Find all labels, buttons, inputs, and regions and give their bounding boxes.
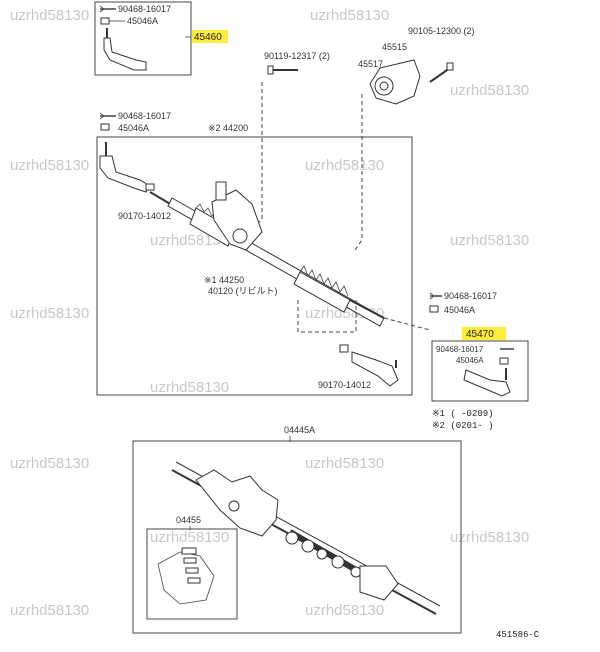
watermark: uzrhd58130	[450, 529, 529, 546]
leader-right-end	[383, 317, 431, 331]
tie-rod-end-right-box	[431, 340, 529, 402]
tie-rod-end-left-box	[94, 1, 192, 76]
bolt-icon	[429, 292, 442, 300]
label-45046a: 45046A	[444, 305, 475, 315]
watermark: uzrhd58130	[10, 157, 89, 174]
diagram-code: 451586-C	[496, 630, 540, 640]
watermark: uzrhd58130	[10, 602, 89, 619]
watermark: uzrhd58130	[150, 232, 229, 249]
label-90468-16017: 90468-16017	[118, 4, 171, 14]
watermark: uzrhd58130	[10, 305, 89, 322]
label-90170-14012: 90170-14012	[118, 211, 171, 221]
bolt-icon	[267, 65, 298, 75]
watermark: uzrhd58130	[305, 157, 384, 174]
label-45460: 45460	[194, 32, 222, 43]
nut-icon	[339, 344, 349, 353]
watermark: uzrhd58130	[150, 529, 229, 546]
seal-icon	[157, 547, 215, 605]
label-45046a: 45046A	[118, 123, 149, 133]
bolt-icon	[99, 112, 116, 120]
watermark: uzrhd58130	[10, 455, 89, 472]
watermark: uzrhd58130	[10, 7, 89, 24]
watermark: uzrhd58130	[450, 232, 529, 249]
label-45470: 45470	[466, 329, 494, 340]
steering-rack-box	[96, 136, 413, 396]
leader-bush	[354, 94, 363, 251]
nut-icon	[499, 357, 509, 365]
bracket-icon	[369, 59, 421, 105]
bolt-icon	[429, 62, 454, 83]
label-04445a: 04445A	[284, 425, 315, 435]
watermark: uzrhd58130	[305, 455, 384, 472]
label-45046a: 45046A	[127, 16, 158, 26]
label-90468-16017: 90468-16017	[118, 111, 171, 121]
tie-rod-end-left-icon	[103, 28, 147, 71]
highlight-45460	[192, 30, 228, 43]
watermark: uzrhd58130	[310, 7, 389, 24]
label-90468-16017: 90468-16017	[436, 345, 484, 354]
label-90468-16017: 90468-16017	[444, 291, 497, 301]
label-90105-12300: 90105-12300 (2)	[408, 26, 475, 36]
repair-kit-box	[132, 440, 462, 634]
steering-rack-icon	[167, 181, 385, 327]
label-45515: 45515	[382, 42, 407, 52]
label-45046a: 45046A	[456, 356, 484, 365]
label-44200: ※2 44200	[208, 123, 248, 133]
watermark: uzrhd58130	[150, 379, 229, 396]
tie-rod-end-icon	[351, 351, 399, 387]
nut-icon	[100, 123, 110, 131]
watermark-layer: uzrhd58130 uzrhd58130 uzrhd58130 uzrhd58…	[10, 7, 529, 619]
tie-rod-end-icon	[99, 142, 155, 193]
label-45517: 45517	[358, 59, 383, 69]
label-04455: 04455	[176, 515, 201, 525]
tie-rod-end-right-icon	[463, 368, 511, 397]
rack-cutaway-icon	[171, 461, 441, 615]
label-90119-12317: 90119-12317 (2)	[264, 51, 330, 61]
highlight-45470	[462, 327, 506, 340]
label-90170-14012: 90170-14012	[318, 380, 371, 390]
note-2: ※2 (0201- )	[432, 421, 494, 431]
bolt-icon	[99, 5, 116, 13]
seal-kit-box	[146, 528, 238, 620]
watermark: uzrhd58130	[305, 602, 384, 619]
nut-icon	[100, 17, 110, 25]
nut-icon	[429, 305, 439, 313]
watermark: uzrhd58130	[450, 82, 529, 99]
label-40120: 40120 (リビルト)	[208, 286, 278, 296]
label-44250: ※1 44250	[204, 275, 244, 285]
note-1: ※1 ( -0209)	[432, 409, 494, 419]
leader-right-boot	[297, 300, 357, 333]
tie-rod-icon	[149, 191, 173, 206]
